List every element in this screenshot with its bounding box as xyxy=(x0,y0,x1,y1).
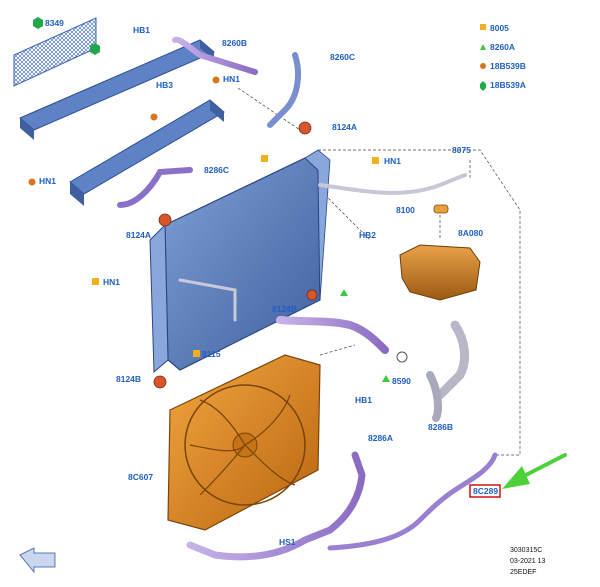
square-marker-icon xyxy=(261,155,268,162)
caps xyxy=(153,121,408,389)
aux-cooler-top xyxy=(19,39,215,140)
label-8260B: 8260B xyxy=(222,38,247,48)
label-8115: 8115 xyxy=(202,349,221,359)
hoses xyxy=(117,36,498,561)
radiator-8005 xyxy=(149,149,331,374)
legend-circle-icon xyxy=(480,63,486,69)
circle-marker-icon xyxy=(150,113,158,121)
legend-triangle-icon xyxy=(480,44,486,50)
legend-label-3: 18B539B xyxy=(490,61,526,71)
legend: 8005 8260A 18B539B 18B539A xyxy=(480,23,526,91)
circle-marker-icon xyxy=(212,76,220,84)
label-8286C: 8286C xyxy=(204,165,229,175)
code-line-1: 3030315C xyxy=(510,547,542,554)
label-8260C: 8260C xyxy=(330,52,355,62)
code-line-2: 03-2021 13 xyxy=(510,558,546,565)
marker-symbols xyxy=(28,17,390,382)
label-8124B-low: 8124B xyxy=(116,374,141,384)
label-8C289: 8C289 xyxy=(473,486,498,496)
legend-label-1: 8005 xyxy=(490,23,509,33)
label-8C607: 8C607 xyxy=(128,472,153,482)
hexagon-marker-icon xyxy=(33,17,43,29)
label-hb1-top: HB1 xyxy=(133,25,150,35)
hexagon-marker-icon xyxy=(90,43,100,55)
square-marker-icon xyxy=(372,157,379,164)
fan-shroud-8C607 xyxy=(167,354,321,531)
label-8124A-top: 8124A xyxy=(332,122,357,132)
aux-cooler-mid xyxy=(69,99,225,206)
label-hb1-low: HB1 xyxy=(355,395,372,405)
label-8286A: 8286A xyxy=(368,433,393,443)
label-8349: 8349 xyxy=(45,18,64,28)
legend-label-2: 8260A xyxy=(490,42,515,52)
triangle-marker-icon xyxy=(340,289,348,296)
label-8124A-left: 8124A xyxy=(126,230,151,240)
label-hb2: HB2 xyxy=(359,230,376,240)
label-8124B-mid: 8124B xyxy=(272,304,297,314)
square-marker-icon xyxy=(193,350,200,357)
label-8075: 8075 xyxy=(452,145,471,155)
legend-label-4: 18B539A xyxy=(490,80,526,90)
front-direction-icon xyxy=(19,547,56,574)
label-hn1-b: HN1 xyxy=(384,156,401,166)
green-arrow-icon xyxy=(502,453,567,489)
code-line-3: 25EDEF xyxy=(510,569,536,576)
label-8590: 8590 xyxy=(392,376,411,386)
part-labels: 8349 HB1 8260B 8260C HB3 HN1 8124A HN1 8… xyxy=(39,18,483,547)
expansion-tank-8A080 xyxy=(399,204,481,301)
label-hn1-a: HN1 xyxy=(223,74,240,84)
label-hb3: HB3 xyxy=(156,80,173,90)
legend-square-icon xyxy=(480,24,486,30)
label-8100: 8100 xyxy=(396,205,415,215)
label-8286B: 8286B xyxy=(428,422,453,432)
circle-marker-icon xyxy=(28,178,36,186)
drawing-code: 3030315C 03-2021 13 25EDEF xyxy=(510,547,546,576)
label-hn1-c: HN1 xyxy=(39,176,56,186)
square-marker-icon xyxy=(92,278,99,285)
grille-8349 xyxy=(13,17,97,87)
label-hs1: HS1 xyxy=(279,537,296,547)
highlighted-part-8C289[interactable]: 8C289 xyxy=(469,484,501,498)
label-8A080: 8A080 xyxy=(458,228,483,238)
triangle-marker-icon xyxy=(382,375,390,382)
label-hn1-d: HN1 xyxy=(103,277,120,287)
legend-hexagon-icon xyxy=(480,81,486,91)
